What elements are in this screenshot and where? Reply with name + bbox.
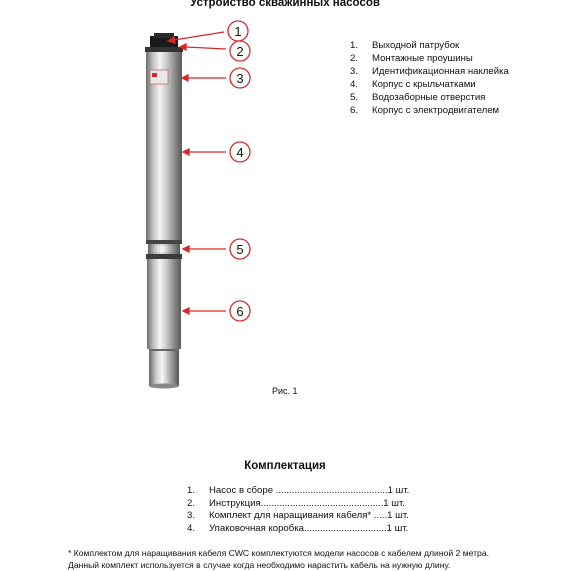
- figure-caption: Рис. 1: [272, 386, 298, 396]
- callout-4: 4: [229, 141, 251, 163]
- footnote: * Комплектом для наращивания кабеля CWC …: [68, 548, 548, 571]
- svg-text:4: 4: [236, 145, 243, 160]
- kit-item: 2.Инструкция............................…: [187, 497, 405, 509]
- motor-housing: [147, 259, 181, 389]
- kit-heading: Комплектация: [244, 460, 326, 472]
- legend-item: 6.Корпус с электродвигателем: [350, 104, 500, 116]
- kit-item: 1.Насос в сборе ........................…: [187, 485, 410, 496]
- footnote-line-2: Данный комплект используется в случае ко…: [68, 559, 451, 570]
- callout-6: 6: [229, 300, 251, 322]
- svg-text:6: 6: [236, 304, 243, 319]
- pump-body-upper: [146, 52, 182, 240]
- outlet-fitting: [145, 33, 183, 52]
- legend-item: 4.Корпус с крыльчатками: [350, 78, 476, 90]
- page-title: Устройство скважинных насосов: [190, 0, 380, 9]
- svg-text:3: 3: [236, 71, 243, 86]
- legend-item: 1.Выходной патрубок: [350, 40, 460, 51]
- kit-list: 1.Насос в сборе ........................…: [187, 485, 409, 535]
- callout-3: 3: [229, 67, 251, 89]
- callout-1: 1: [227, 20, 249, 42]
- kit-item: 4.Упаковочная коробка...................…: [187, 522, 409, 534]
- parts-legend: 1.Выходной патрубок 2.Монтажные проушины…: [350, 40, 509, 117]
- svg-text:5: 5: [236, 242, 243, 257]
- pump-illustration: 1 2 3 4 5 6: [145, 20, 251, 389]
- kit-item: 3.Комплект для наращивания кабеля* .....…: [187, 510, 409, 522]
- svg-text:2: 2: [236, 44, 243, 59]
- svg-text:1: 1: [234, 24, 241, 39]
- legend-item: 5.Водозаборные отверстия: [350, 91, 486, 103]
- callout-5: 5: [229, 238, 251, 260]
- callout-arrows: [166, 31, 227, 316]
- footnote-line-1: * Комплектом для наращивания кабеля CWC …: [68, 548, 489, 558]
- callout-circles: 1 2 3 4 5 6: [227, 20, 251, 322]
- intake-section: [146, 240, 182, 259]
- legend-item: 2.Монтажные проушины: [350, 52, 473, 64]
- callout-2: 2: [229, 40, 251, 62]
- legend-item: 3.Идентификационная наклейка: [350, 65, 509, 77]
